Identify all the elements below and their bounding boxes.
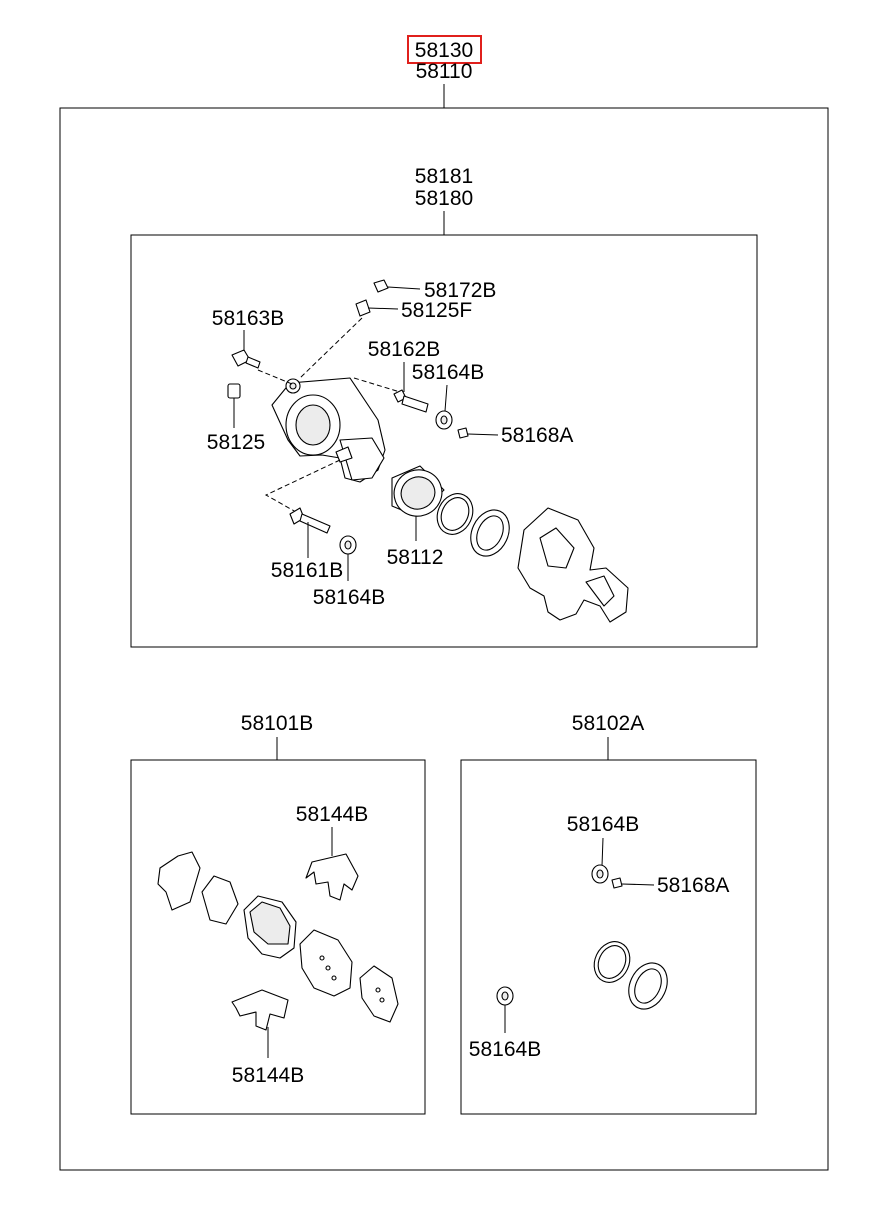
assembly-dashed-line-2 (353, 377, 401, 393)
seal-boot-upper-drawing (591, 864, 609, 884)
seal-dust-boot-drawing (628, 962, 668, 1010)
guide-pin-upper-drawing (393, 389, 429, 413)
label-upper-bolt[interactable]: 58163B (212, 307, 284, 330)
bleeder-cap-drawing (373, 279, 389, 293)
seal-ring-drawing (593, 941, 631, 983)
assembly-code[interactable]: 58110 (416, 60, 473, 83)
shim-inner-drawing (201, 875, 239, 925)
seal-cap-drawing (611, 877, 623, 889)
seal-kit-box (460, 759, 757, 1115)
clip-lower-drawing (231, 989, 289, 1031)
bleeder-screw-drawing (355, 299, 371, 317)
assembly-dashed-line-1 (257, 369, 293, 385)
caliper-group-code-2[interactable]: 58180 (415, 187, 473, 210)
pad-outer-drawing (243, 895, 297, 959)
label-seal-boot-upper[interactable]: 58164B (567, 813, 639, 836)
label-boot-lower[interactable]: 58164B (313, 586, 385, 609)
pad-kit-code[interactable]: 58101B (241, 712, 313, 735)
label-bushing[interactable]: 58125 (207, 431, 265, 454)
label-cap-upper[interactable]: 58168A (501, 424, 573, 447)
guide-pin-lower-drawing (289, 507, 331, 534)
bushing-drawing (227, 383, 241, 399)
label-piston[interactable]: 58112 (387, 546, 444, 569)
boot-upper-drawing (435, 410, 453, 430)
assembly-dashed-line-3 (264, 459, 341, 513)
piston-seal-drawing (436, 493, 474, 535)
pad-kit-box (130, 759, 426, 1115)
caliper-box (130, 234, 758, 648)
pad-inner-drawing (299, 929, 353, 997)
upper-bolt-drawing (231, 349, 261, 369)
assembly-dashed-line-4 (299, 317, 363, 379)
label-clip-upper[interactable]: 58144B (296, 803, 368, 826)
assembly-highlighted-code[interactable]: 58130 (415, 39, 473, 62)
outer-frame (59, 107, 829, 1171)
seal-boot-lower-drawing (496, 986, 514, 1006)
caliper-group-code-1[interactable]: 58181 (415, 165, 473, 188)
label-seal-cap[interactable]: 58168A (657, 874, 729, 897)
cap-upper-drawing (457, 427, 469, 439)
label-bleeder-cap[interactable]: 58172B (424, 279, 496, 302)
label-clip-lower[interactable]: 58144B (232, 1064, 304, 1087)
highlight-box[interactable] (407, 35, 482, 64)
label-guide-pin-upper[interactable]: 58162B (368, 338, 440, 361)
dust-boot-drawing (470, 509, 510, 557)
label-guide-pin-lower[interactable]: 58161B (271, 559, 343, 582)
piston-drawing (391, 465, 445, 517)
shim-pad-drawing (359, 965, 399, 1023)
clip-upper-drawing (305, 853, 359, 901)
caliper-body-drawing (271, 377, 386, 483)
label-boot-upper[interactable]: 58164B (412, 361, 484, 384)
boot-lower-drawing (339, 535, 357, 555)
caliper-bracket-drawing (517, 507, 629, 623)
label-seal-boot-lower[interactable]: 58164B (469, 1038, 541, 1061)
seal-kit-code[interactable]: 58102A (572, 712, 644, 735)
label-bleeder-screw[interactable]: 58125F (401, 299, 472, 322)
shim-outer-drawing (157, 851, 201, 911)
